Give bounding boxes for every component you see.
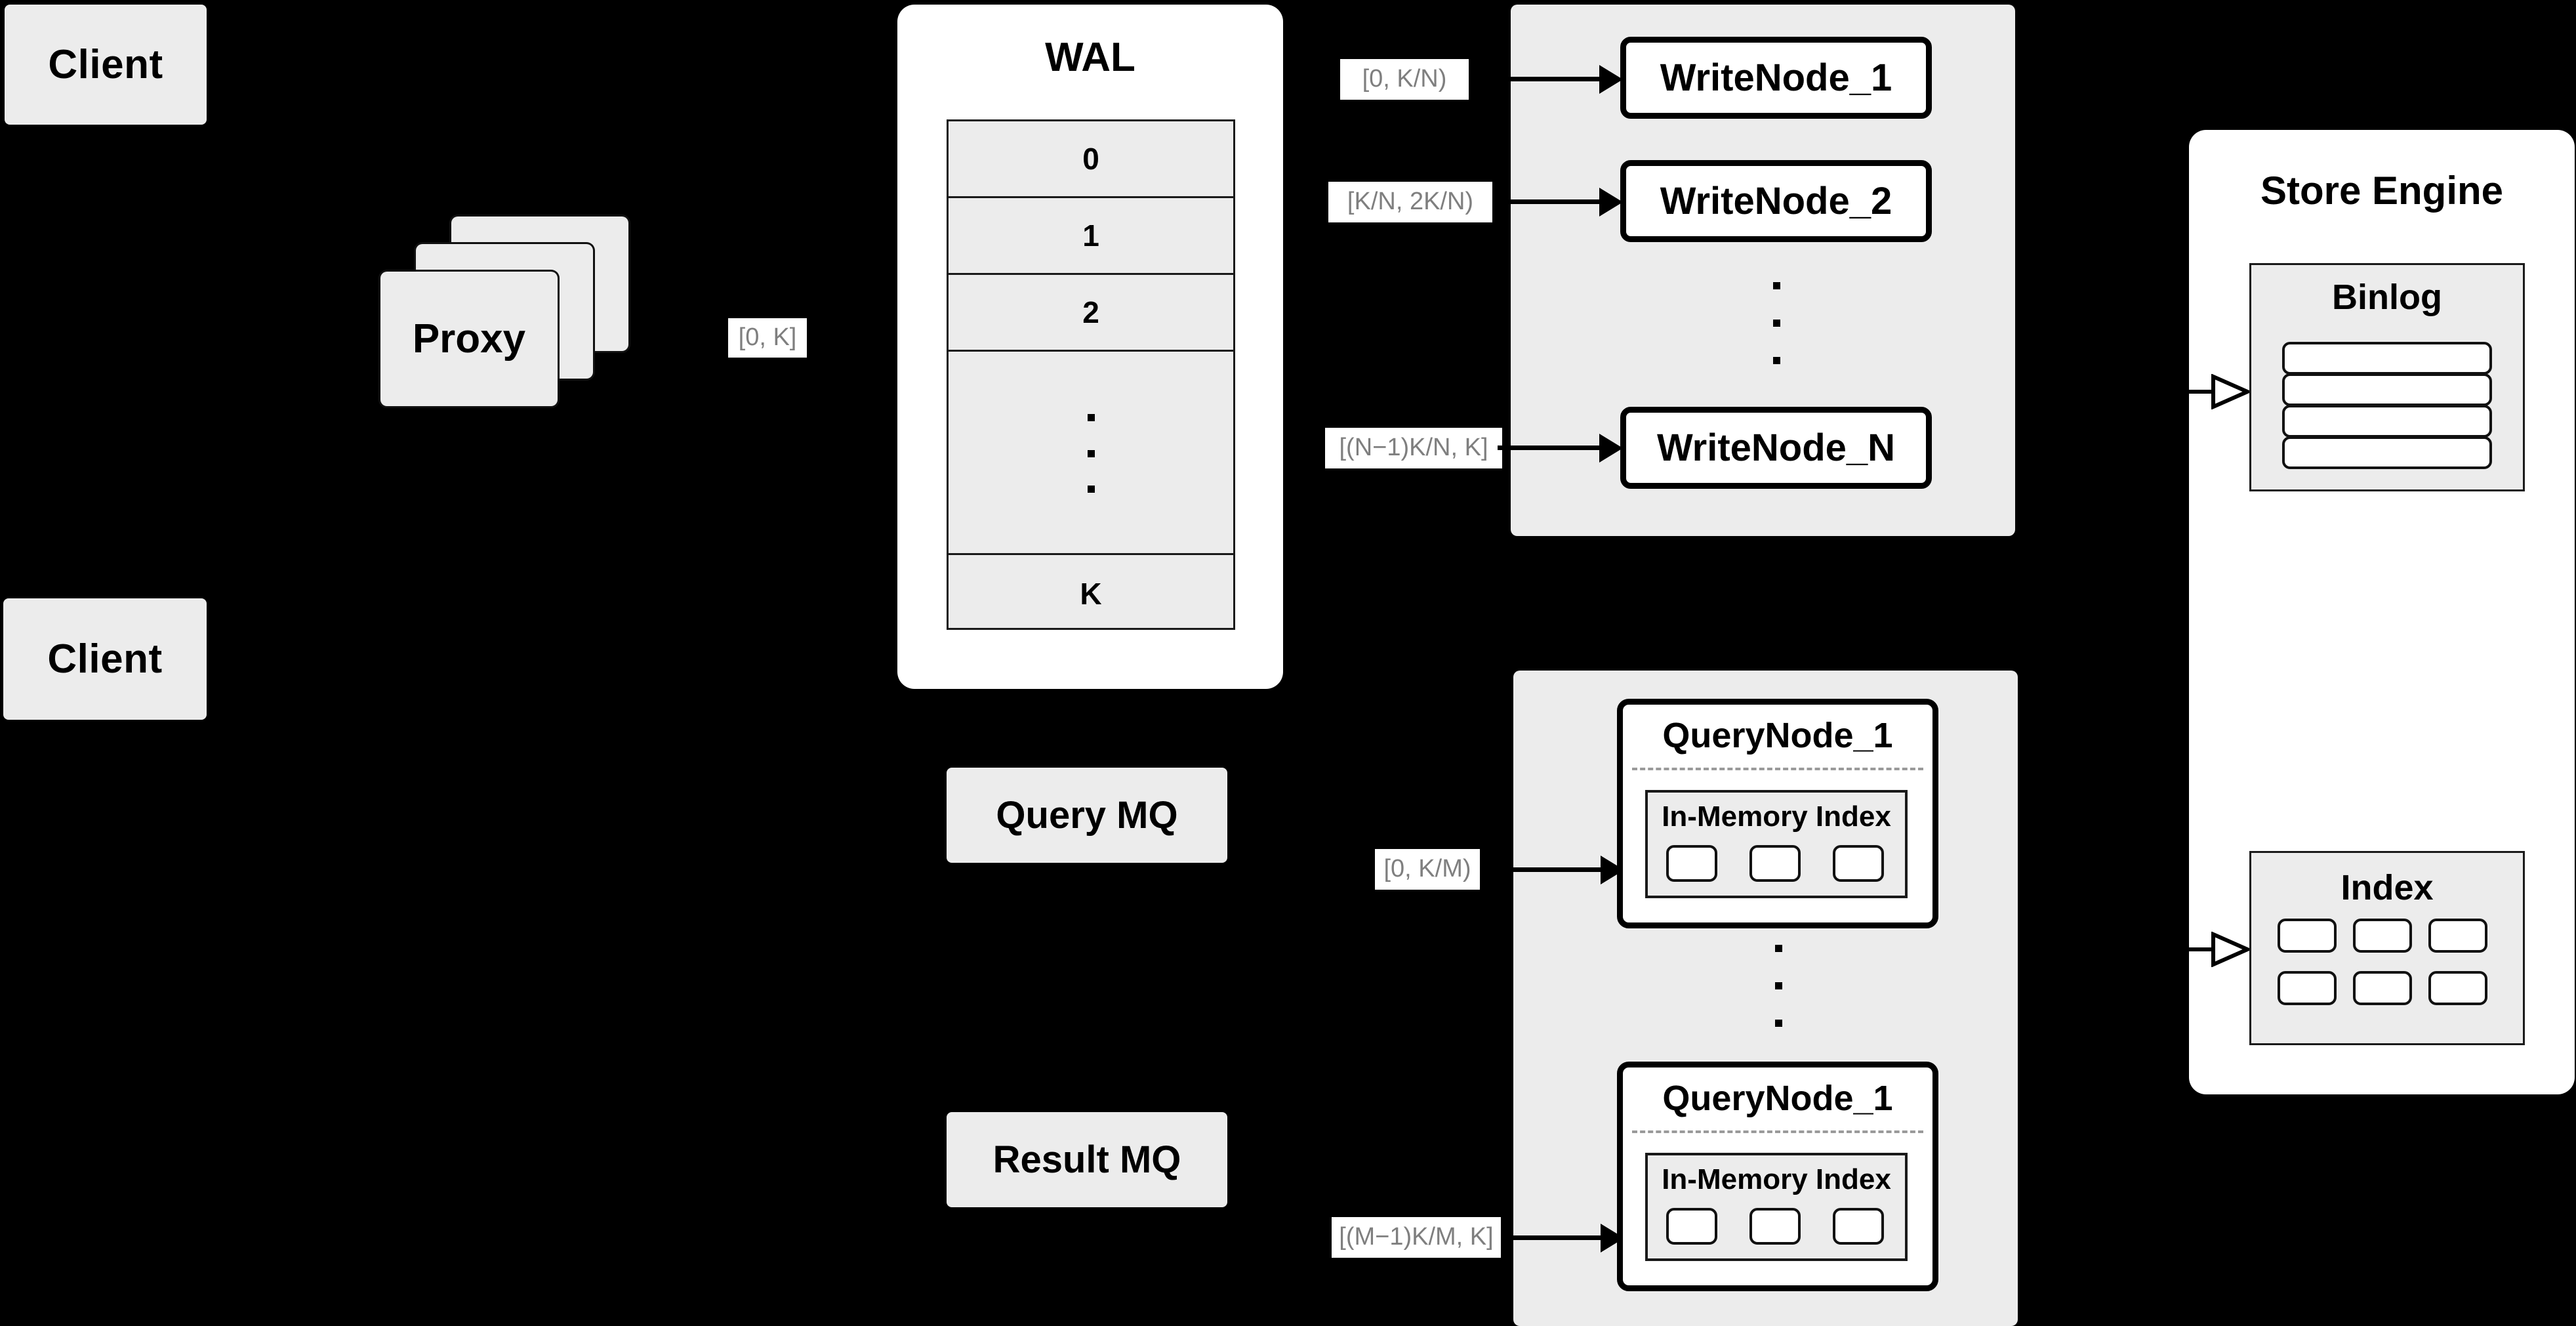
query-mq-label: Query MQ xyxy=(996,794,1178,837)
store-engine-title-text: Store Engine xyxy=(2260,169,2504,213)
wal-row[interactable]: 2 xyxy=(949,275,1233,352)
client-node-2[interactable]: Client xyxy=(3,598,207,720)
index-cell[interactable] xyxy=(2428,919,2487,953)
proxy-stack[interactable]: Proxy xyxy=(380,217,669,433)
write-node-n[interactable]: WriteNode_N xyxy=(1620,407,1932,489)
query-node-1-range-label: [0, K/M) xyxy=(1375,849,1480,890)
arrow-right-open-icon xyxy=(2211,932,2249,967)
proxy-out-range-label: [0, K] xyxy=(728,318,807,358)
query-node-m-label: QueryNode_1 xyxy=(1662,1079,1893,1118)
wal-row-label: K xyxy=(1080,576,1102,611)
binlog-section: Binlog xyxy=(2249,263,2525,491)
wal-title: WAL xyxy=(897,34,1283,81)
query-node-m-inmemory-index: In-Memory Index xyxy=(1645,1153,1908,1261)
write-node-n-label: WriteNode_N xyxy=(1656,426,1896,469)
query-node-m[interactable]: QueryNode_1 In-Memory Index xyxy=(1617,1062,1938,1291)
query-node-1-inmemory-index-title: In-Memory Index xyxy=(1648,800,1905,833)
write-node-1[interactable]: WriteNode_1 xyxy=(1620,37,1932,119)
inmemory-index-cell[interactable] xyxy=(1666,1208,1717,1245)
query-node-m-divider xyxy=(1632,1130,1923,1133)
wal-row-list: 0 1 2 K xyxy=(947,119,1235,630)
write-node-2-range-text: [K/N, 2K/N) xyxy=(1347,188,1474,216)
write-node-2-label: WriteNode_2 xyxy=(1660,180,1892,222)
query-cluster-vertical-ellipsis-icon xyxy=(1774,945,1782,1027)
store-engine-panel: Store Engine Binlog Index xyxy=(2189,130,2575,1094)
inmemory-index-cell[interactable] xyxy=(1749,1208,1801,1245)
index-cell[interactable] xyxy=(2428,971,2487,1005)
arrow-to-index-line xyxy=(2189,947,2217,951)
proxy-card-front[interactable]: Proxy xyxy=(380,272,558,406)
binlog-title: Binlog xyxy=(2251,277,2523,318)
write-node-1-range-text: [0, K/N) xyxy=(1362,65,1447,93)
query-node-1-inmemory-index: In-Memory Index xyxy=(1645,790,1908,898)
wal-row[interactable]: 1 xyxy=(949,198,1233,275)
query-mq-node[interactable]: Query MQ xyxy=(947,768,1227,863)
query-node-1-label: QueryNode_1 xyxy=(1662,716,1893,755)
arrow-to-write-node-2-line xyxy=(1498,199,1599,204)
write-node-n-range-label: [(N−1)K/N, K] xyxy=(1325,428,1502,468)
query-node-1[interactable]: QueryNode_1 In-Memory Index xyxy=(1617,699,1938,928)
store-engine-title: Store Engine xyxy=(2189,168,2575,213)
index-title: Index xyxy=(2251,867,2523,908)
arrow-to-write-node-1-line xyxy=(1498,77,1599,81)
wal-row-label: 0 xyxy=(1082,142,1099,176)
proxy-out-range-text: [0, K] xyxy=(738,323,797,352)
arrow-to-binlog-line xyxy=(2189,390,2217,394)
wal-row[interactable]: 0 xyxy=(949,121,1233,198)
arrow-right-open-icon xyxy=(2211,374,2249,409)
index-cell[interactable] xyxy=(2278,919,2337,953)
query-node-m-title: QueryNode_1 xyxy=(1623,1078,1932,1119)
write-node-n-range-text: [(N−1)K/N, K] xyxy=(1339,434,1488,462)
index-cell[interactable] xyxy=(2278,971,2337,1005)
result-mq-node[interactable]: Result MQ xyxy=(947,1112,1227,1207)
inmemory-index-title-text: In-Memory Index xyxy=(1662,1163,1891,1195)
index-cell[interactable] xyxy=(2353,971,2412,1005)
wal-row[interactable]: K xyxy=(949,555,1233,632)
arrow-right-solid-icon xyxy=(1599,434,1623,463)
wal-row-label: 1 xyxy=(1082,218,1099,253)
query-node-m-range-label: [(M−1)K/M, K] xyxy=(1332,1217,1501,1258)
client-node-2-label: Client xyxy=(47,636,163,682)
arrow-right-solid-icon xyxy=(1599,188,1623,217)
binlog-title-text: Binlog xyxy=(2332,278,2442,317)
inmemory-index-cell[interactable] xyxy=(1833,845,1884,882)
wal-title-text: WAL xyxy=(1045,35,1135,80)
write-node-2-range-label: [K/N, 2K/N) xyxy=(1328,182,1492,222)
proxy-label: Proxy xyxy=(412,316,526,362)
inmemory-index-cell[interactable] xyxy=(1749,845,1801,882)
arrow-to-query-node-1-line xyxy=(1509,867,1601,872)
inmemory-index-cell[interactable] xyxy=(1833,1208,1884,1245)
index-cell[interactable] xyxy=(2353,919,2412,953)
write-cluster-vertical-ellipsis-icon xyxy=(1772,282,1780,364)
binlog-entry[interactable] xyxy=(2282,436,2492,469)
write-node-1-range-label: [0, K/N) xyxy=(1340,59,1469,100)
client-node-1[interactable]: Client xyxy=(5,5,207,125)
binlog-entry[interactable] xyxy=(2282,405,2492,438)
binlog-entry[interactable] xyxy=(2282,342,2492,375)
inmemory-index-title-text: In-Memory Index xyxy=(1662,800,1891,833)
write-node-1-label: WriteNode_1 xyxy=(1660,56,1892,99)
index-section: Index xyxy=(2249,851,2525,1045)
result-mq-label: Result MQ xyxy=(992,1138,1181,1181)
query-node-m-range-text: [(M−1)K/M, K] xyxy=(1339,1223,1494,1251)
index-title-text: Index xyxy=(2341,868,2434,907)
vertical-ellipsis-icon xyxy=(1088,414,1095,493)
write-node-2[interactable]: WriteNode_2 xyxy=(1620,160,1932,242)
inmemory-index-cell[interactable] xyxy=(1666,845,1717,882)
query-node-m-inmemory-index-title: In-Memory Index xyxy=(1648,1163,1905,1196)
query-node-1-range-text: [0, K/M) xyxy=(1383,855,1471,883)
query-node-1-divider xyxy=(1632,768,1923,770)
binlog-entry[interactable] xyxy=(2282,373,2492,406)
arrow-right-solid-icon xyxy=(1599,65,1623,94)
client-node-1-label: Client xyxy=(48,42,163,87)
query-node-1-title: QueryNode_1 xyxy=(1623,715,1932,756)
wal-row-label: 2 xyxy=(1082,295,1099,329)
arrow-to-write-node-n-line xyxy=(1498,445,1599,450)
wal-panel: WAL 0 1 2 K xyxy=(897,5,1283,689)
wal-row-ellipsis xyxy=(949,352,1233,555)
arrow-to-query-node-m-line xyxy=(1509,1235,1601,1240)
